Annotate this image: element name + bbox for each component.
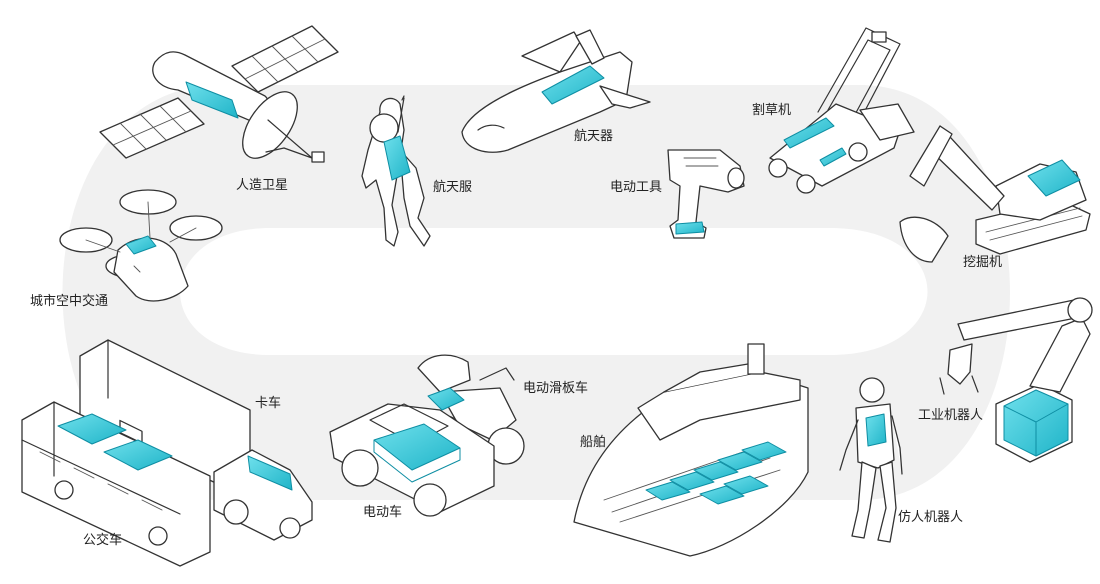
- label-industrial-robot: 工业机器人: [918, 408, 984, 423]
- label-electric-car: 电动车: [363, 505, 403, 520]
- excavator-icon: [899, 125, 1091, 263]
- astronaut-icon: [361, 95, 431, 247]
- label-truck: 卡车: [255, 396, 282, 411]
- satellite-icon: [99, 25, 339, 163]
- label-air-mobility: 城市空中交通: [30, 294, 109, 309]
- label-e-scooter: 电动滑板车: [523, 381, 589, 396]
- electric-car-icon: [329, 403, 495, 517]
- label-ship: 船舶: [580, 435, 607, 450]
- drone-taxi-icon: [59, 189, 223, 302]
- label-bus: 公交车: [83, 533, 123, 548]
- label-spacesuit: 航天服: [433, 180, 473, 195]
- space-shuttle-icon: [461, 29, 651, 153]
- lawn-mower-icon: [768, 27, 915, 194]
- label-excavator: 挖掘机: [963, 255, 1003, 270]
- power-drill-icon: [667, 149, 745, 239]
- robot-arm-icon: [939, 297, 1093, 463]
- bus-icon: [21, 401, 211, 567]
- label-satellite: 人造卫星: [236, 178, 289, 193]
- label-power-tool: 电动工具: [610, 180, 663, 195]
- cruise-ship-icon: [573, 343, 809, 557]
- label-humanoid: 仿人机器人: [898, 510, 964, 525]
- label-spacecraft: 航天器: [574, 129, 614, 144]
- label-lawn-mower: 割草机: [752, 103, 792, 118]
- truck-icon: [79, 339, 313, 541]
- humanoid-robot-icon: [839, 377, 903, 543]
